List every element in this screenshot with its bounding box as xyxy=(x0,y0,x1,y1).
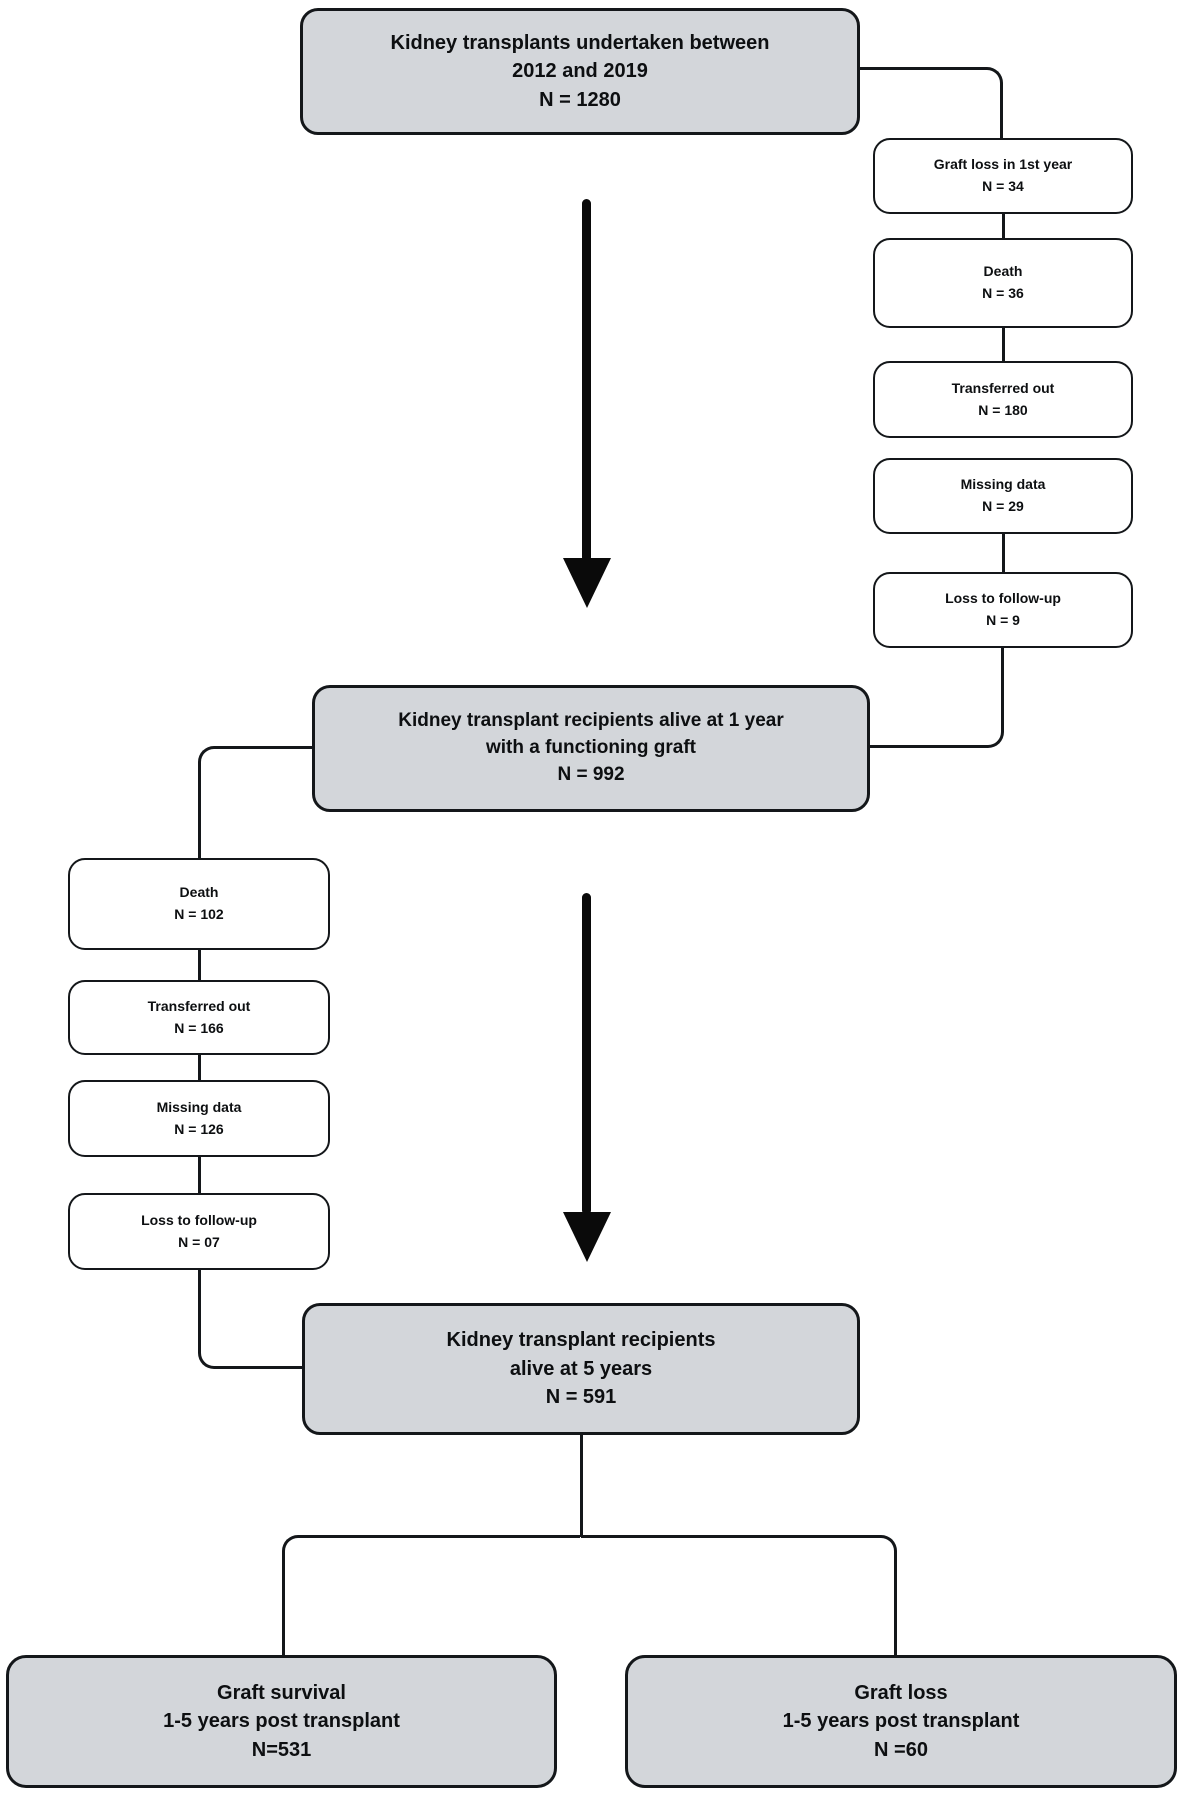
exclusion-label: Loss to follow-up xyxy=(945,590,1061,607)
box-n-value: N = 992 xyxy=(557,763,625,785)
flow-box-transplants-2012-2019: Kidney transplants undertaken between 20… xyxy=(300,8,860,135)
exclusion-label: Missing data xyxy=(960,476,1046,493)
connector-split-to-graft-survival xyxy=(281,1535,580,1655)
exclusion-box-loss-to-follow-up-left: Loss to follow-up N = 07 xyxy=(68,1193,330,1270)
connector-right-1-2 xyxy=(1001,214,1005,238)
flow-box-alive-1-year: Kidney transplant recipients alive at 1 … xyxy=(312,685,870,812)
flow-box-graft-survival: Graft survival 1-5 years post transplant… xyxy=(6,1655,557,1788)
exclusion-label: Loss to follow-up xyxy=(141,1211,257,1228)
flow-box-alive-5-years: Kidney transplant recipients alive at 5 … xyxy=(302,1303,860,1435)
connector-right-2-3 xyxy=(1001,328,1005,361)
down-arrow-head-icon xyxy=(563,1212,611,1262)
exclusion-n-value: N = 166 xyxy=(174,1019,224,1036)
connector-left-1-2 xyxy=(197,950,201,980)
exclusion-label: Transferred out xyxy=(951,379,1055,396)
connector-left-column-to-alive-5yr xyxy=(197,1270,302,1369)
connector-split-to-graft-loss xyxy=(581,1535,897,1655)
connector-left-2-3 xyxy=(197,1055,201,1080)
box-text-line: Kidney transplant recipients xyxy=(446,1329,716,1352)
connector-alive-5yr-stem xyxy=(579,1435,583,1537)
box-text-line: 1-5 years post transplant xyxy=(163,1710,400,1733)
exclusion-box-death-right: Death N = 36 xyxy=(873,238,1133,328)
box-n-value: N = 591 xyxy=(545,1386,617,1409)
box-n-value: N = 1280 xyxy=(539,88,621,111)
box-text-line: Kidney transplants undertaken between xyxy=(390,31,770,54)
exclusion-n-value: N = 102 xyxy=(174,906,224,922)
exclusion-box-loss-to-follow-up-right: Loss to follow-up N = 9 xyxy=(873,572,1133,648)
exclusion-label: Missing data xyxy=(156,1098,242,1115)
exclusion-n-value: N = 34 xyxy=(982,178,1024,194)
exclusion-box-graft-loss-1st-year: Graft loss in 1st year N = 34 xyxy=(873,138,1133,214)
exclusion-label: Death xyxy=(179,884,219,901)
connector-left-3-4 xyxy=(197,1157,201,1193)
connector-alive-1yr-to-left-column xyxy=(197,746,312,858)
box-text-line: 2012 and 2019 xyxy=(512,60,648,83)
down-arrow-icon xyxy=(582,893,591,1215)
exclusion-label: Death xyxy=(983,263,1023,280)
box-text-line: with a functioning graft xyxy=(485,737,697,759)
flow-box-graft-loss: Graft loss 1-5 years post transplant N =… xyxy=(625,1655,1177,1788)
exclusion-n-value: N = 07 xyxy=(178,1233,220,1250)
exclusion-label: Transferred out xyxy=(147,997,251,1014)
exclusion-box-death-left: Death N = 102 xyxy=(68,858,330,950)
connector-top-to-right-column xyxy=(860,67,1003,138)
exclusion-n-value: N = 29 xyxy=(982,498,1024,514)
exclusion-box-transferred-out-right: Transferred out N = 180 xyxy=(873,361,1133,438)
down-arrow-icon xyxy=(582,199,591,562)
box-text-line: 1-5 years post transplant xyxy=(782,1710,1020,1733)
box-n-value: N =60 xyxy=(874,1738,928,1761)
connector-right-4-5 xyxy=(1001,534,1005,572)
exclusion-n-value: N = 180 xyxy=(978,401,1028,418)
exclusion-box-missing-data-right: Missing data N = 29 xyxy=(873,458,1133,534)
down-arrow-head-icon xyxy=(563,558,611,608)
exclusion-label: Graft loss in 1st year xyxy=(933,156,1073,173)
box-n-value: N=531 xyxy=(251,1738,312,1761)
box-text-line: alive at 5 years xyxy=(509,1357,653,1380)
box-text-line: Graft survival xyxy=(217,1681,346,1704)
exclusion-n-value: N = 9 xyxy=(986,612,1020,628)
exclusion-box-missing-data-left: Missing data N = 126 xyxy=(68,1080,330,1157)
box-text-line: Graft loss xyxy=(854,1681,948,1704)
exclusion-n-value: N = 36 xyxy=(982,285,1024,301)
connector-right-column-to-alive-1yr xyxy=(870,648,1004,748)
exclusion-box-transferred-out-left: Transferred out N = 166 xyxy=(68,980,330,1055)
box-text-line: Kidney transplant recipients alive at 1 … xyxy=(398,710,784,732)
exclusion-n-value: N = 126 xyxy=(174,1120,224,1137)
